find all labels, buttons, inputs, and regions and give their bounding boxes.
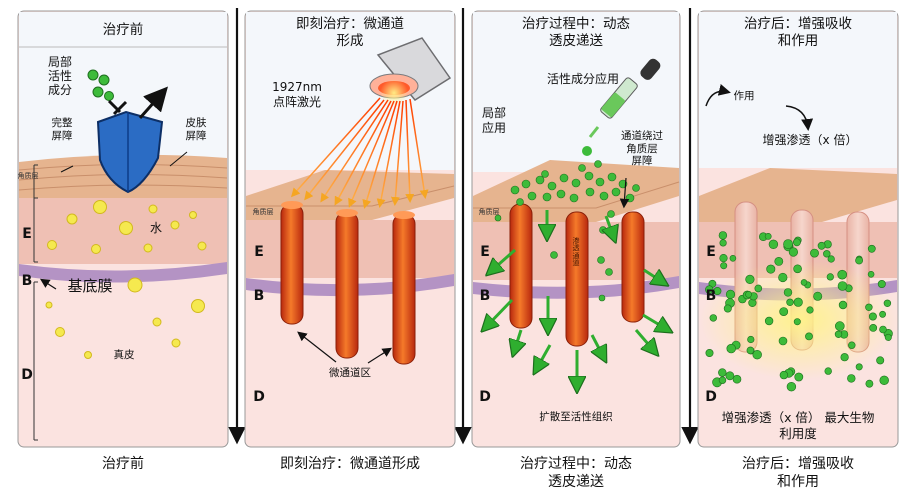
- layer-d-label-4: D: [705, 389, 717, 405]
- panel-2: [244, 10, 456, 448]
- panel-4-caption: 治疗后：增强吸收 和作用: [742, 456, 854, 490]
- layer-b-label-1: B: [21, 273, 33, 289]
- panel-1: [17, 10, 229, 448]
- stratum-corneum-label: 角质层: [17, 172, 39, 180]
- topical-application-label: 局部 应用: [481, 106, 506, 135]
- layer-d-label-1: D: [21, 367, 33, 383]
- bypass-barrier-label: 通道绕过 角质层 屏障: [621, 130, 663, 168]
- intact-barrier-label: 完整 屏障: [51, 117, 73, 143]
- panel-4: [697, 10, 900, 448]
- laser-device-icon: [369, 37, 452, 107]
- microchannels: [280, 201, 416, 365]
- enhanced-penetration-label: 增强渗透（x 倍）: [762, 133, 858, 147]
- layer-b-label-3: B: [479, 288, 491, 304]
- layer-d-label-2: D: [253, 389, 265, 405]
- water-droplets: [45, 200, 207, 359]
- action-label: 作用: [733, 90, 755, 102]
- active-application-label: 活性成分应用: [546, 72, 619, 86]
- channel-label: 渗透通道: [572, 237, 580, 268]
- layer-e-label-1: E: [22, 226, 32, 242]
- laser-label: 1927nm 点阵激光: [272, 80, 322, 109]
- layer-e-label-2: E: [254, 244, 264, 260]
- panel-2-header: 即刻治疗：微通道 形成: [296, 16, 404, 49]
- dropper-icon: [582, 58, 661, 156]
- water-label: 水: [149, 221, 162, 235]
- panel-1-caption: 治疗前: [102, 456, 144, 472]
- stratum-corneum-label-3: 角质层: [478, 208, 500, 216]
- panel-3-caption: 治疗过程中：动态 透皮递送: [520, 456, 632, 490]
- diffusion-arrows: [485, 210, 668, 388]
- layer-b-label-2: B: [253, 288, 265, 304]
- molecule-icon: [87, 69, 114, 101]
- molecules-absorbed: [705, 231, 893, 392]
- laser-beams: [290, 97, 429, 209]
- layer-b-label-4: B: [705, 288, 717, 304]
- diffusion-label: 扩散至活性组织: [539, 411, 613, 423]
- panel-4-header: 治疗后：增强吸收 和作用: [744, 16, 852, 49]
- panel-3-header: 治疗过程中：动态 透皮递送: [522, 16, 630, 49]
- microchannel-label: 微通道区: [329, 367, 371, 379]
- panel-3: [471, 10, 681, 448]
- basement-membrane-label: 基底膜: [67, 277, 113, 295]
- layer-d-label-3: D: [479, 389, 491, 405]
- active-ingredient-label: 局部 活性 成分: [47, 55, 72, 97]
- layer-e-label-4: E: [706, 244, 716, 260]
- stratum-corneum-label-2: 角质层: [252, 208, 274, 216]
- bioavailability-label: 增强渗透（x 倍） 最大生物 利用度: [721, 410, 875, 441]
- panel-1-header: 治疗前: [102, 22, 144, 38]
- panel-2-caption: 即刻治疗：微通道形成: [280, 456, 420, 472]
- skin-barrier-label: 皮肤 屏障: [185, 117, 207, 143]
- dermis-label: 真皮: [113, 349, 135, 361]
- panel-1-membrane: [19, 262, 227, 283]
- layer-e-label-3: E: [480, 244, 490, 260]
